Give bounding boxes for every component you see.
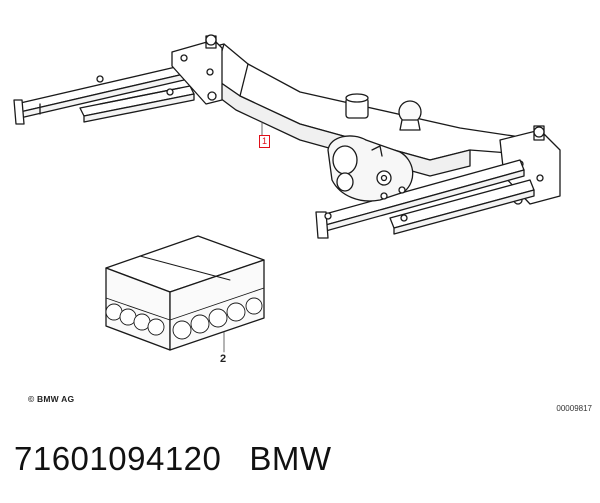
drawing-number: 00009817: [556, 404, 592, 413]
tow-ball: [345, 93, 422, 131]
coupling-body: [327, 135, 414, 202]
parts-kit-box: [105, 235, 265, 351]
left-upper-arm: [13, 65, 185, 125]
callout-2: 2: [220, 353, 227, 365]
tow-hitch-diagram: [13, 34, 561, 353]
part-number: 71601094120: [14, 440, 222, 477]
copyright-notice: © BMW AG: [28, 394, 75, 404]
left-bracket: [171, 34, 223, 105]
right-lower-arm: [389, 179, 535, 235]
left-lower-arm: [79, 75, 195, 123]
callout-1[interactable]: 1: [259, 135, 270, 148]
right-upper-arm: [315, 159, 525, 239]
part-caption: 71601094120 BMW: [14, 440, 332, 478]
brand-name: BMW: [249, 440, 332, 477]
